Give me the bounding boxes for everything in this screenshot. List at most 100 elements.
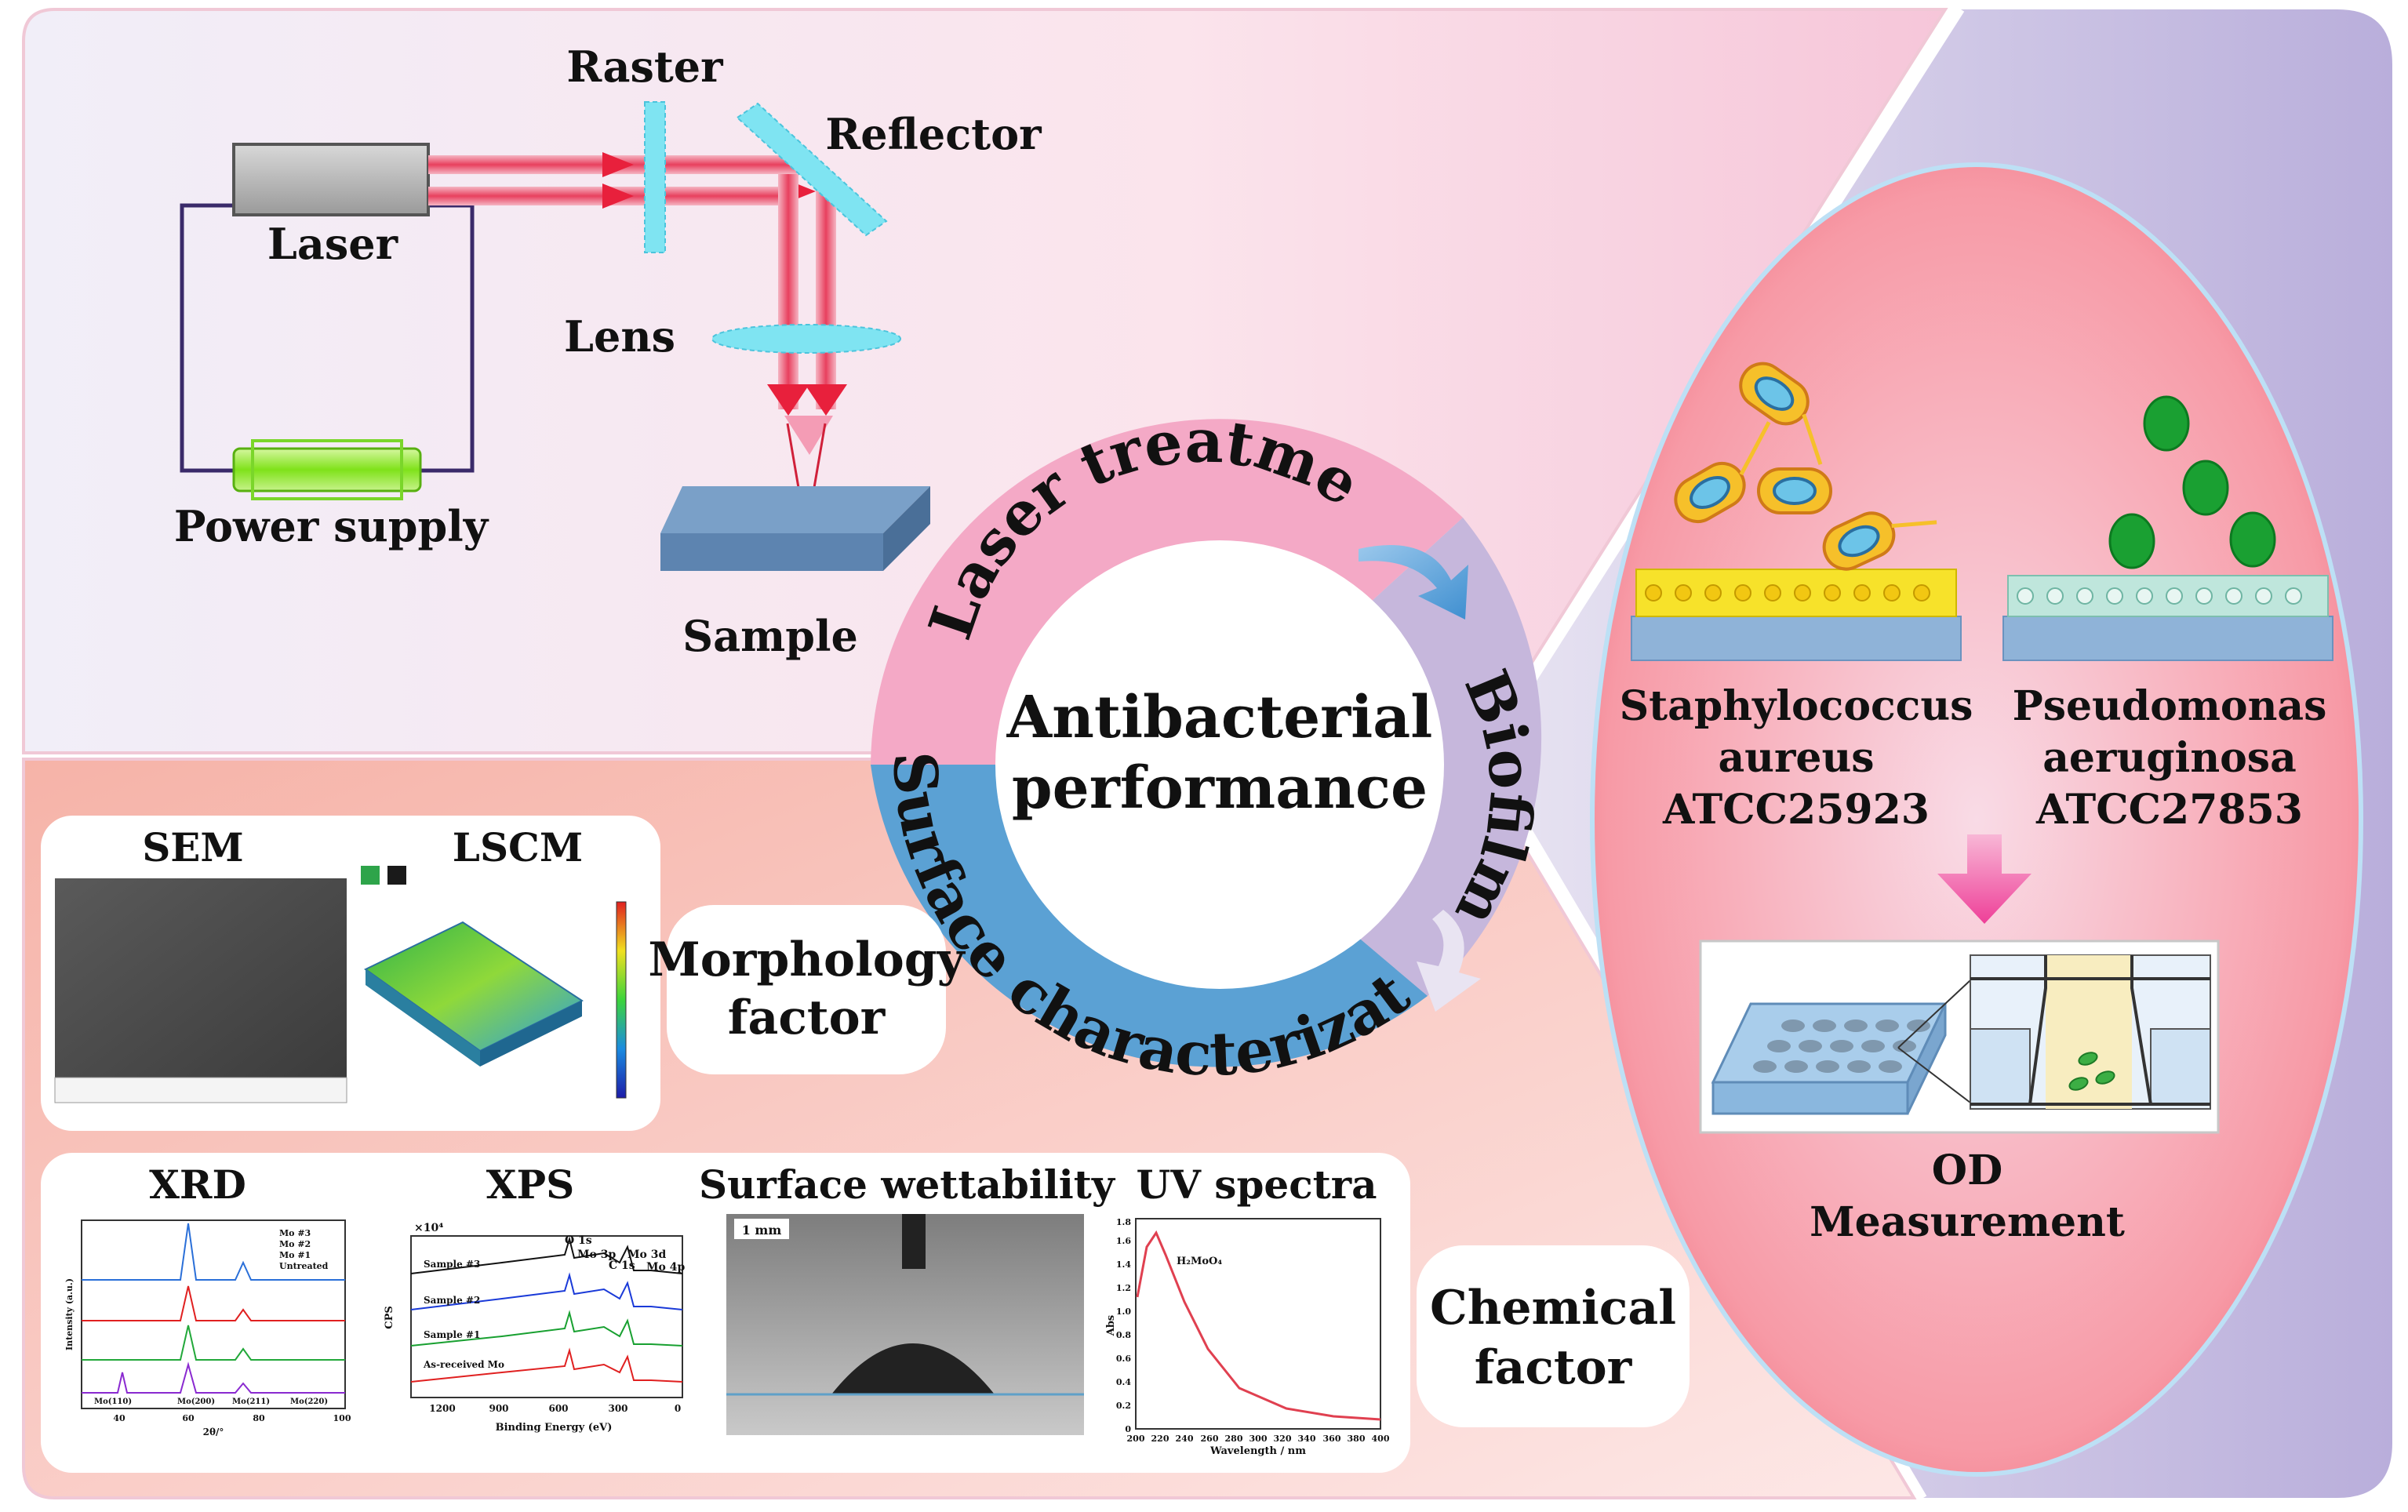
- reflector-label: Reflector: [825, 109, 1042, 159]
- xrd-peak-1: Mo(200): [177, 1398, 215, 1406]
- xps-sample-0: Sample #3: [424, 1259, 480, 1270]
- uv-xtick-9: 380: [1348, 1434, 1366, 1444]
- ring-center: [995, 540, 1444, 989]
- raster-label: Raster: [566, 42, 723, 92]
- center-title-line2: performance: [1012, 754, 1428, 822]
- uv-xtick-6: 320: [1274, 1434, 1292, 1444]
- uv-xtick-5: 300: [1249, 1434, 1268, 1444]
- lscm-title: LSCM: [453, 824, 583, 870]
- xrd-legend-0: Mo #3: [279, 1228, 311, 1238]
- chemical-label-box: [1417, 1245, 1690, 1427]
- power-supply-label: Power supply: [174, 501, 489, 551]
- xrd-xlabel: 2θ/°: [203, 1427, 224, 1437]
- lscm-image: [361, 866, 627, 1099]
- morphology-label-box: [667, 905, 946, 1074]
- xps-peak-1: Mo 3p: [577, 1248, 616, 1261]
- well-plate: [1711, 980, 1971, 1115]
- uv-xtick-7: 340: [1298, 1434, 1316, 1444]
- xrd-legend-3: Untreated: [279, 1261, 329, 1271]
- laser-box: [232, 143, 430, 216]
- xrd-tick-3: 100: [333, 1413, 351, 1423]
- biofilm-panel: Staphylococcus aureus ATCC25923 Pseudomo…: [1590, 162, 2363, 1477]
- well-cross-section: [1970, 954, 2211, 1110]
- xrd-ylabel: Intensity (a.u.): [64, 1278, 75, 1350]
- sa-strain: ATCC25923: [1662, 786, 1930, 834]
- uv-title: UV spectra: [1136, 1161, 1377, 1208]
- sa-name-line1: Staphylococcus: [1620, 682, 1973, 730]
- xrd-peak-3: Mo(220): [290, 1398, 328, 1406]
- xps-scale: ×10⁴: [414, 1222, 443, 1234]
- uv-ytick-3: 0.6: [1116, 1354, 1131, 1364]
- xps-peak-2: C 1s: [609, 1259, 635, 1272]
- xps-peak-3: Mo 3d: [627, 1248, 666, 1261]
- sample-plate: [660, 486, 930, 533]
- reflector: [736, 102, 888, 237]
- uv-ytick-4: 0.8: [1116, 1330, 1131, 1340]
- laser-label: Laser: [267, 219, 398, 269]
- sample-label: Sample: [682, 611, 858, 661]
- xps-sample-3: As-received Mo: [423, 1359, 504, 1370]
- uv-xtick-0: 200: [1127, 1434, 1145, 1444]
- xrd-tick-2: 80: [253, 1413, 265, 1423]
- xps-sample-2: Sample #1: [424, 1329, 480, 1340]
- uv-ytick-6: 1.2: [1116, 1283, 1131, 1293]
- od-label-line2: Measurement: [1810, 1198, 2125, 1246]
- arrow-to-surface: [1417, 910, 1481, 1012]
- uv-xtick-3: 260: [1201, 1434, 1219, 1444]
- lens: [711, 324, 901, 354]
- uv-xtick-4: 280: [1225, 1434, 1243, 1444]
- sa-bacteria: [1674, 362, 1937, 571]
- xps-plot: ×10⁴ Sample #3 Sample #2 Sample #1 As-re…: [384, 1222, 685, 1434]
- chemical-label-line1: Chemical: [1430, 1281, 1676, 1336]
- morphology-label-line1: Morphology: [648, 932, 966, 987]
- uv-ytick-9: 1.8: [1116, 1217, 1131, 1227]
- sem-title: SEM: [142, 824, 244, 870]
- xps-tick-1: 900: [489, 1403, 508, 1414]
- uv-xtick-10: 400: [1372, 1434, 1390, 1444]
- uv-ytick-8: 1.6: [1116, 1236, 1131, 1246]
- down-arrow: [1937, 834, 2032, 924]
- chemical-box: XRD XPS Surface wettability UV spectra M…: [41, 1153, 1690, 1473]
- pa-substrate: [2002, 616, 2333, 661]
- xrd-tick-1: 60: [182, 1413, 195, 1423]
- uv-ytick-5: 1.0: [1116, 1307, 1131, 1317]
- center-title-line1: Antibacterial: [1006, 684, 1433, 751]
- xps-peak-0: O 1s: [565, 1234, 592, 1247]
- arrow-to-biofilm: [1359, 545, 1468, 620]
- pa-name-line2: aeruginosa: [2042, 734, 2297, 782]
- xrd-title: XRD: [149, 1161, 246, 1208]
- pa-strain: ATCC27853: [2035, 786, 2303, 834]
- xrd-plot: Mo #3 Mo #2 Mo #1 Untreated Mo(110) Mo(2…: [64, 1219, 351, 1437]
- xps-ylabel: CPS: [384, 1306, 395, 1329]
- ring-segment-laser-treatment: [871, 419, 1463, 765]
- sa-name-line2: aureus: [1718, 734, 1874, 782]
- sa-substrate: [1631, 616, 1962, 661]
- uv-ytick-2: 0.4: [1116, 1377, 1131, 1387]
- pa-bacteria: [2108, 395, 2276, 569]
- uv-ylabel: Abs: [1105, 1315, 1117, 1337]
- xps-title: XPS: [486, 1161, 575, 1208]
- od-label-line1: OD: [1932, 1147, 2002, 1194]
- uv-ytick-0: 0: [1125, 1424, 1131, 1434]
- lens-label: Lens: [564, 311, 675, 362]
- raster: [644, 101, 666, 253]
- uv-ytick-7: 1.4: [1116, 1259, 1131, 1270]
- uv-ytick-1: 0.2: [1116, 1401, 1131, 1411]
- morphology-label-line2: factor: [728, 990, 886, 1045]
- uv-xlabel: Wavelength / nm: [1209, 1445, 1306, 1457]
- uv-xtick-8: 360: [1323, 1434, 1341, 1444]
- wettability-image: 1 mm: [726, 1214, 1084, 1435]
- laser-setup: Raster Reflector Laser Lens Power supply…: [174, 42, 1042, 661]
- xps-xlabel: Binding Energy (eV): [496, 1422, 613, 1434]
- xrd-peak-2: Mo(211): [232, 1398, 270, 1406]
- power-supply-box: [232, 447, 422, 492]
- xps-tick-2: 600: [548, 1403, 568, 1414]
- xrd-legend-2: Mo #1: [279, 1250, 311, 1260]
- xrd-legend-1: Mo #2: [279, 1239, 311, 1249]
- xrd-peak-0: Mo(110): [94, 1398, 132, 1406]
- xrd-tick-0: 40: [113, 1413, 125, 1423]
- morphology-box: SEM LSCM Morphology factor: [41, 816, 966, 1131]
- xps-tick-4: 0: [675, 1403, 681, 1414]
- uv-xtick-2: 240: [1176, 1434, 1194, 1444]
